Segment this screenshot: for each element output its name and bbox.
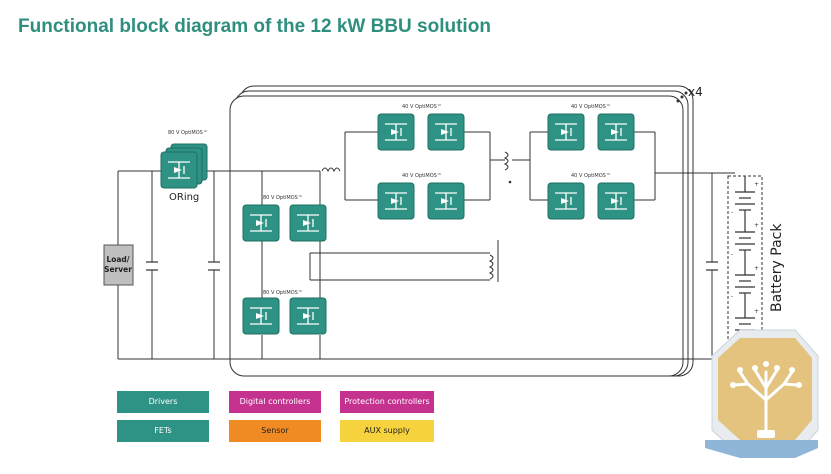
battery-plus-3: + bbox=[754, 265, 759, 272]
battery-plus-4: + bbox=[754, 308, 759, 315]
tree-logo-icon bbox=[705, 329, 819, 458]
aux-transformer-icon bbox=[488, 254, 494, 280]
bridge2-fet-label: 80 V OptiMOS™ bbox=[263, 290, 303, 296]
inductor-icon bbox=[321, 167, 341, 173]
primary-bottom-fet-label: 40 V OptiMOS™ bbox=[402, 173, 442, 179]
stack-dots bbox=[676, 91, 688, 103]
battery-minus-1: - bbox=[731, 209, 733, 216]
converter-stack bbox=[229, 85, 694, 377]
legend-protection-controllers: Protection controllers bbox=[340, 391, 434, 413]
legend-digital-controllers: Digital controllers bbox=[229, 391, 321, 413]
legend-aux-supply: AUX supply bbox=[340, 420, 434, 442]
legend-sensor: Sensor bbox=[229, 420, 321, 442]
multiplier-label: x4 bbox=[688, 85, 703, 99]
load-server-block: Load/ Server bbox=[103, 244, 134, 286]
battery-plus-2: + bbox=[754, 222, 759, 229]
battery-minus-2: - bbox=[731, 251, 733, 258]
bridge1-fet-label: 80 V OptiMOS™ bbox=[263, 195, 303, 201]
svg-text:Load/: Load/ bbox=[106, 255, 129, 264]
legend-drivers: Drivers bbox=[117, 391, 209, 413]
battery-pack bbox=[727, 175, 763, 347]
secondary-bottom-fet-label: 40 V OptiMOS™ bbox=[571, 173, 611, 179]
oring-fets bbox=[160, 143, 208, 189]
battery-minus-3: - bbox=[731, 293, 733, 300]
oring-fet-label: 80 V OptiMOS™ bbox=[168, 130, 208, 136]
page-title: Functional block diagram of the 12 kW BB… bbox=[18, 16, 491, 37]
capacitor-icons bbox=[146, 261, 718, 271]
legend-fets: FETs bbox=[117, 420, 209, 442]
transformer-icon bbox=[503, 151, 509, 171]
primary-top-fet-label: 40 V OptiMOS™ bbox=[402, 104, 442, 110]
battery-pack-label: Battery Pack bbox=[769, 223, 785, 312]
oring-label: ORing bbox=[169, 192, 199, 203]
svg-text:Server: Server bbox=[104, 265, 132, 274]
battery-plus-1: + bbox=[754, 181, 759, 188]
secondary-top-fet-label: 40 V OptiMOS™ bbox=[571, 104, 611, 110]
